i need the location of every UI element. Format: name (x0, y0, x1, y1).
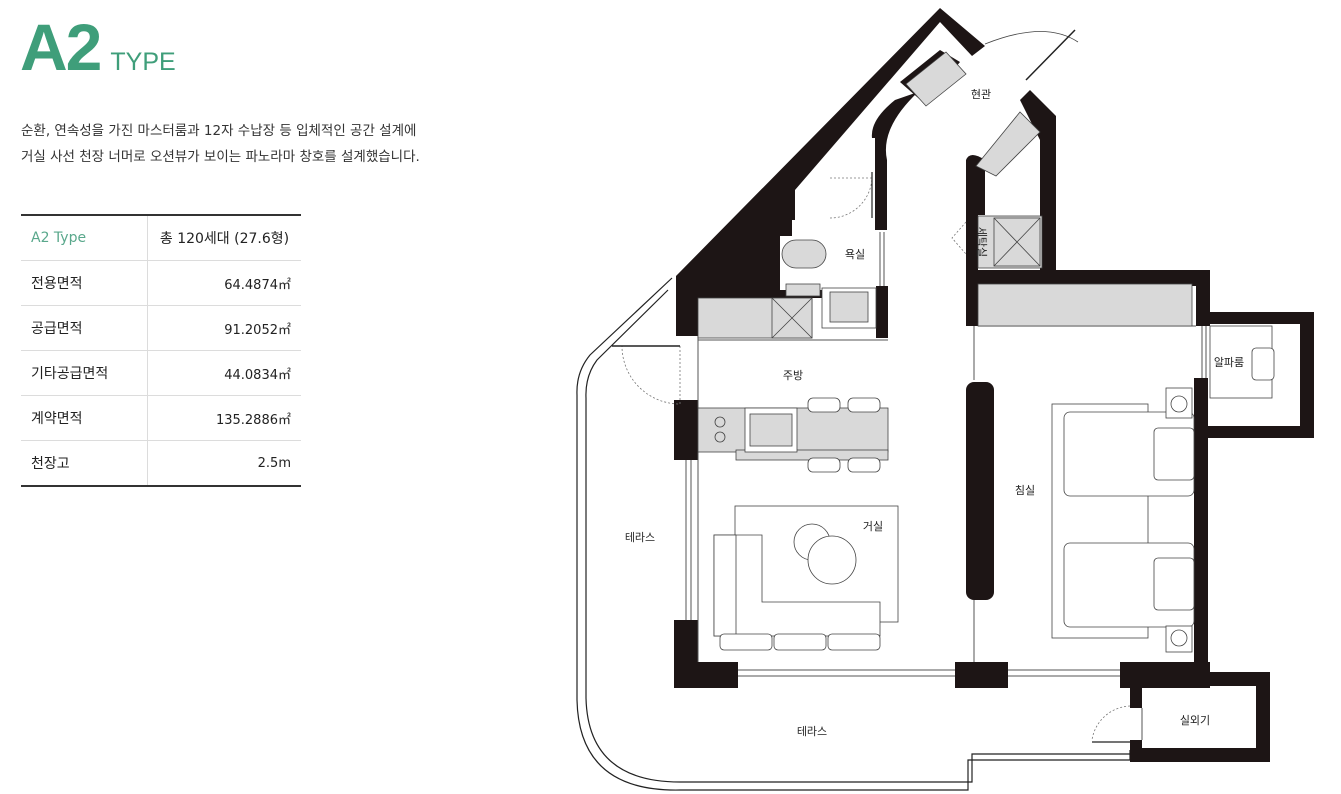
spec-row-contract-area: 계약면적 135.2886㎡ (21, 395, 301, 441)
spec-row-other-supply-area: 기타공급면적 44.0834㎡ (21, 350, 301, 396)
type-code: A2 (20, 10, 102, 84)
fixtures (697, 51, 1275, 653)
spec-value: 64.4874㎡ (147, 260, 301, 306)
room-label-outdoor-unit: 실외기 (1180, 714, 1210, 727)
spec-label: 전용면적 (21, 260, 148, 306)
room-label-bedroom: 침실 (1015, 484, 1035, 497)
room-label-entrance: 현관 (971, 88, 991, 101)
room-label-alpha-room: 알파룸 (1214, 355, 1244, 369)
type-description: 순환, 연속성을 가진 마스터룸과 12자 수납장 등 입체적인 공간 설계에 … (21, 118, 491, 170)
spec-value: 2.5m (257, 455, 291, 471)
room-label-kitchen: 주방 (783, 369, 803, 382)
spec-label: 계약면적 (21, 395, 148, 441)
spec-value: 135.2886㎡ (147, 395, 301, 441)
type-word: TYPE (110, 48, 176, 76)
doors (612, 29, 1131, 743)
spec-label: 천장고 (21, 440, 148, 486)
room-label-living: 거실 (863, 520, 883, 533)
spec-row-ceiling-height: 천장고 2.5m (21, 440, 301, 486)
type-title: A2 TYPE (20, 14, 176, 80)
description-line-2: 거실 사선 천장 너머로 오션뷰가 보이는 파노라마 창호를 설계했습니다. (21, 149, 420, 165)
walls (674, 8, 1314, 762)
spec-row-exclusive-area: 전용면적 64.4874㎡ (21, 260, 301, 306)
spec-row-type: A2 Type 총 120세대 (27.6형) (21, 215, 301, 261)
spec-label: A2 Type (21, 215, 148, 261)
room-label-terrace-south: 테라스 (797, 725, 827, 738)
spec-row-supply-area: 공급면적 91.2052㎡ (21, 305, 301, 351)
spec-value: 44.0834㎡ (147, 350, 301, 396)
spec-value: 총 120세대 (27.6형) (147, 215, 301, 261)
spec-table: A2 Type 총 120세대 (27.6형) 전용면적 64.4874㎡ 공급… (21, 214, 301, 487)
spec-label: 공급면적 (21, 305, 148, 351)
room-label-laundry: 세탁실 (975, 227, 988, 257)
spec-value: 91.2052㎡ (147, 305, 301, 351)
description-line-1: 순환, 연속성을 가진 마스터룸과 12자 수납장 등 입체적인 공간 설계에 (21, 123, 417, 139)
room-label-terrace-west: 테라스 (625, 531, 655, 544)
spec-label: 기타공급면적 (21, 350, 148, 396)
room-label-bath: 욕실 (845, 248, 865, 261)
